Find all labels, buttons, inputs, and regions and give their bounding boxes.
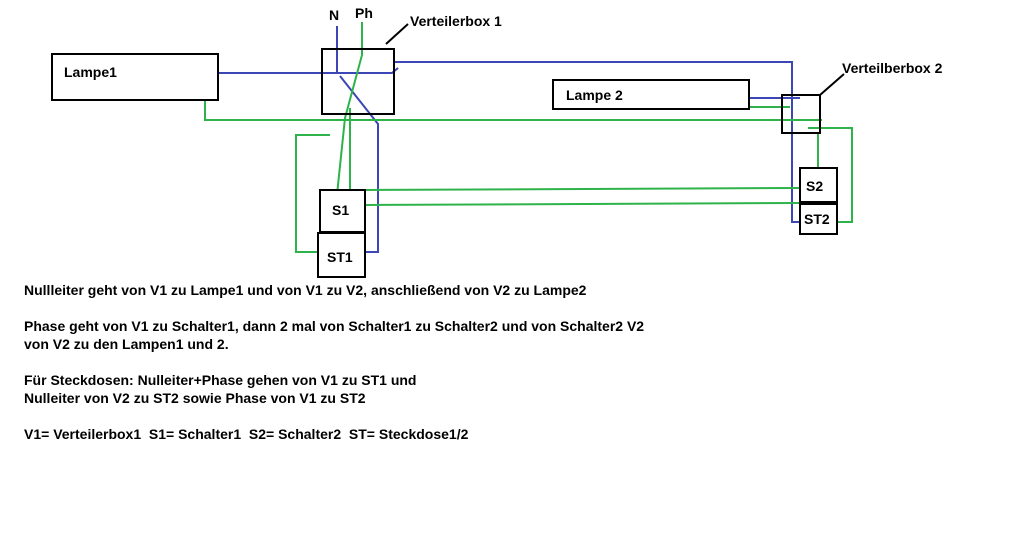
- phase-wires: [204, 22, 853, 253]
- verteilerbox1-box: [321, 48, 395, 115]
- note-phase-1: Phase geht von V1 zu Schalter1, dann 2 m…: [24, 318, 645, 334]
- verteilerbox2-box: [781, 94, 821, 134]
- phase-feed-line: [332, 22, 363, 234]
- note-sockets-1: Für Steckdosen: Nulleiter+Phase gehen vo…: [24, 372, 417, 388]
- explanation-notes: Nullleiter geht von V1 zu Lampe1 und von…: [24, 281, 924, 443]
- neutral-wires: [218, 26, 800, 253]
- verteilerbox1-label: Verteilerbox 1: [410, 13, 502, 29]
- st1-label: ST1: [327, 249, 353, 265]
- verteilerbox2-pointer: [819, 73, 845, 96]
- neutral-v1-to-v2: [394, 61, 800, 223]
- neutral-v1-to-st1: [339, 75, 379, 253]
- ph-label: Ph: [355, 5, 373, 21]
- lampe2-box: [552, 79, 750, 110]
- lampe2-label: Lampe 2: [566, 87, 623, 103]
- phase-v1-to-st2: [808, 127, 853, 223]
- note-phase-2: von V2 zu den Lampen1 und 2.: [24, 336, 229, 352]
- n-label: N: [329, 7, 339, 23]
- st2-label: ST2: [804, 211, 830, 227]
- note-sockets-2: Nulleiter von V2 zu ST2 sowie Phase von …: [24, 390, 366, 406]
- lampe1-box: [51, 53, 219, 101]
- s1-label: S1: [332, 202, 349, 218]
- note-neutral: Nullleiter geht von V1 zu Lampe1 und von…: [24, 282, 587, 298]
- phase-s1-to-s2-upper: [365, 187, 801, 191]
- phase-v1-to-st1: [295, 134, 330, 253]
- verteilerbox1-pointer: [385, 23, 409, 45]
- s2-label: S2: [806, 178, 823, 194]
- st1-box: [317, 232, 366, 278]
- st2-box: [799, 203, 838, 235]
- phase-lampe1-to-v2: [204, 100, 822, 121]
- note-legend: V1= Verteilerbox1 S1= Schalter1 S2= Scha…: [24, 426, 469, 442]
- s2-box: [799, 167, 838, 203]
- phase-s1-to-s2-lower: [365, 202, 801, 206]
- lampe1-label: Lampe1: [64, 64, 117, 80]
- verteilerbox2-label: Verteilberbox 2: [842, 60, 943, 76]
